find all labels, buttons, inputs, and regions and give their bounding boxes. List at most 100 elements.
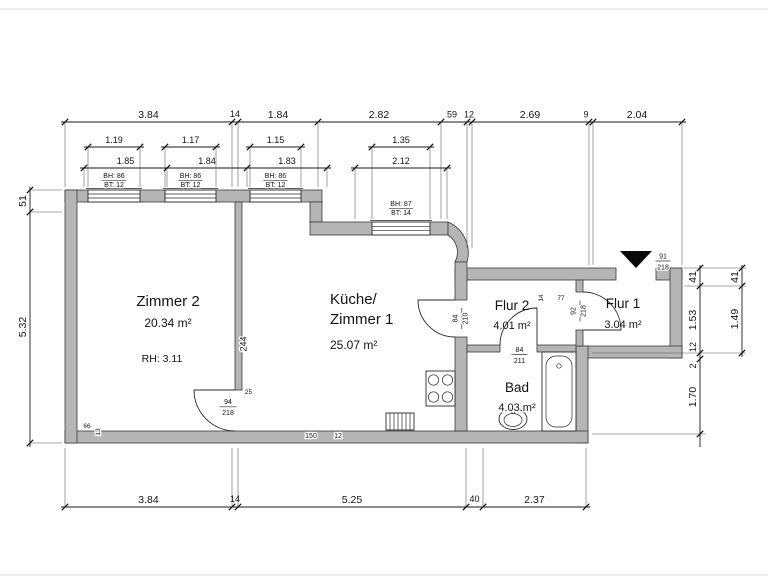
dim-value: 13 [95,428,102,436]
wall-bad-right [575,345,589,444]
door-height: 218 [581,305,588,317]
entrance-door-marker [620,251,652,268]
bathtub-drain [556,363,562,369]
wall-divider-zimmer2 [234,201,243,391]
wall-divider-kueche-lower [454,336,468,432]
wall-bottom [64,430,589,444]
dim-value: 2.37 [524,494,545,506]
door-height: 210 [463,313,470,325]
wall-bad-top-right [536,344,577,353]
door-width: 94 [224,399,232,406]
dim-value: 2 [688,363,698,368]
radiator [385,412,415,431]
dim-value: 1.83 [278,156,296,166]
window-3-glazing [250,193,301,199]
dim-value: 5.25 [342,494,363,506]
dim-ticks [61,503,590,511]
window-1-glazing [88,193,140,199]
dim-value: 150 [305,433,317,440]
wall-divider-kueche-upper [454,261,468,301]
dim-value: 5.32 [17,317,29,338]
room-area-bad: 4.03 m² [498,402,536,414]
dim-value: 41 [687,271,699,283]
window-2 [164,189,217,203]
door-height: 211 [514,358,525,365]
room-height-zimmer2: RH: 3.11 [142,353,183,365]
window-3 [249,189,302,203]
window-label-bh: BH: 86 [103,173,125,180]
dim-left: 51 5.32 [17,186,62,447]
dim-value: 14 [230,494,240,504]
wall-flur-top-left [454,267,617,281]
door-height: 218 [222,410,234,417]
dim-value: 77 [557,295,565,302]
dim-value: 1.35 [392,135,410,145]
dim-value: 2.12 [392,156,410,166]
extension-lines [30,189,62,444]
dim-row-top-3: 1.85 1.84 1.83 2.12 [80,156,451,219]
door-swing-bad [499,307,538,346]
dim-ticks [80,164,451,172]
extension-lines [592,267,746,435]
room-name-flur2: Flur 2 [495,298,530,313]
door-width: 84 [453,315,460,323]
bathtub [541,351,577,432]
window-2-glazing [165,193,216,199]
door-width: 91 [659,254,667,261]
door-width: 92 [571,307,578,315]
window-label-bt: BT: 12 [181,182,201,189]
wall-flur-divider-lower [575,329,584,347]
dim-value: 2.69 [520,109,541,121]
wall-curved-corner [447,221,469,263]
dim-ticks [738,264,746,357]
dim-value: 1.53 [687,310,699,331]
door-swing-flur1 [582,291,622,331]
extension-lines [83,168,448,219]
fixtures [385,351,577,432]
dim-value: 1.84 [268,109,289,121]
dim-value: 3.84 [138,109,159,121]
window-label-bh: BH: 86 [265,173,287,180]
dim-value: 59 [447,110,457,120]
dim-value: 14 [230,109,240,119]
extension-lines [64,122,683,265]
dim-value: 2.04 [627,109,648,121]
dim-right-inner: 41 1.53 12 2 1.70 [592,264,746,447]
dim-value: 14 [538,294,545,302]
dim-value: 244 [239,336,249,351]
windows [86,188,432,236]
dim-ticks [26,186,34,447]
dim-right-outer: 41 1.49 [729,264,746,357]
dim-value: 51 [17,195,29,207]
dim-value: 1.17 [182,135,200,145]
dim-value: 12 [464,110,474,120]
window-1 [87,189,141,203]
wall-step-vertical [309,201,323,223]
stove-burner [441,374,454,386]
dim-row-top-2: 1.19 1.17 1.15 1.35 [84,135,434,219]
room-name-bad: Bad [505,380,529,395]
room-area-flur1: 3.04 m² [604,319,642,331]
dim-value: 40 [469,494,479,504]
dim-value: 1.85 [117,156,135,166]
dim-value: 66 [83,423,91,430]
dim-bottom: 3.84 14 5.25 40 2.37 [61,448,590,511]
dim-value: 9 [583,110,588,120]
door-labels: 94 218 84 210 84 211 92 218 91 218 [219,252,671,418]
stove [425,370,456,407]
wall-bad-top-left [466,344,501,353]
room-area-kueche: 25.07 m² [330,338,377,352]
window-labels: BH: 86 BT: 12 BH: 86 BT: 12 BH: 86 BT: 1… [102,172,413,219]
stove-burner [427,374,440,386]
walls [64,189,683,444]
door-width: 84 [516,347,524,354]
room-name-kueche-1: Küche/ [330,291,378,308]
door-swing-kueche [417,299,456,338]
room-labels: Zimmer 2 20.34 m² RH: 3.11 Küche/ Zimmer… [136,291,642,415]
wall-flur1-bottom [575,345,683,359]
dim-ticks [696,264,704,438]
room-name-zimmer2: Zimmer 2 [136,293,199,310]
wall-left-outer [64,189,78,444]
